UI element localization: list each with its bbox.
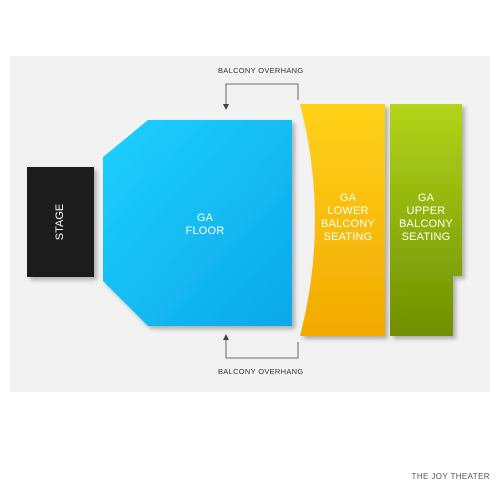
ga-lower-balcony-section[interactable]	[300, 104, 385, 336]
stage-label: STAGE	[54, 203, 66, 241]
ga-floor-label: GA FLOOR	[185, 212, 225, 237]
venue-name: THE JOY THEATER	[411, 472, 490, 481]
ga-floor-section[interactable]	[103, 120, 292, 326]
stage-section[interactable]	[27, 167, 94, 277]
balcony-overhang-top-label: BALCONY OVERHANG	[218, 66, 304, 75]
ga-upper-balcony-label: GA UPPER BALCONY SEATING	[399, 192, 453, 243]
balcony-overhang-bottom-arrow	[223, 334, 299, 359]
ga-upper-balcony-section[interactable]	[390, 104, 462, 336]
ga-lower-balcony-label: GA LOWER BALCONY SEATING	[321, 192, 375, 243]
balcony-overhang-bottom-label: BALCONY OVERHANG	[218, 367, 304, 376]
balcony-overhang-top-arrow	[223, 83, 299, 110]
